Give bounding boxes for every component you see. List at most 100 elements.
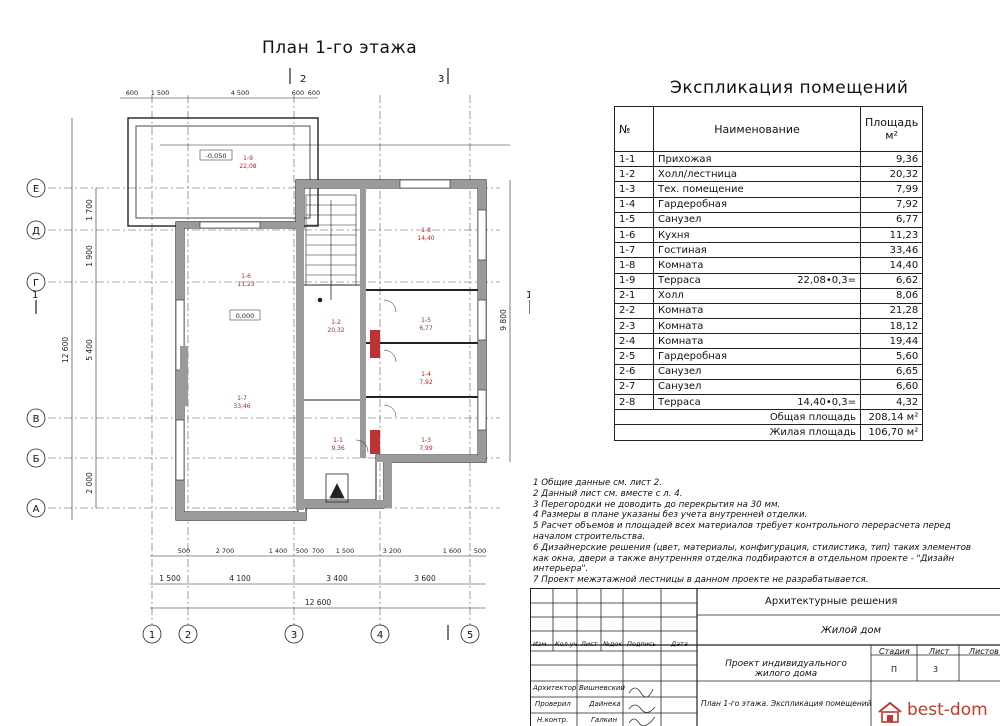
stamp-project: Проект индивидуального жилого дома: [725, 659, 847, 679]
axis-label: В: [33, 414, 40, 425]
dim-text: 1 500: [336, 547, 355, 555]
room-area: 33,46: [233, 403, 250, 410]
axis-label: 4: [377, 630, 383, 641]
axis-label: А: [33, 504, 40, 515]
dim-text: 1 900: [85, 245, 94, 267]
axis-label: Д: [32, 226, 40, 237]
row-name-text: Холл: [658, 290, 684, 302]
table-row: 2-7 Санузел 6,60: [614, 378, 924, 396]
note-item: 5 Расчет объемов и площадей всех материа…: [533, 521, 951, 542]
header-no: №: [614, 106, 654, 152]
row-area: 14,40: [859, 257, 924, 274]
title-block: Архитектурные решения Жилой дом Проект и…: [530, 588, 1000, 726]
row-name-text: Санузел: [658, 381, 702, 393]
stamp-object: Жилой дом: [821, 625, 882, 636]
dim-text: 1 600: [443, 547, 462, 555]
row-name: Санузел: [653, 363, 861, 380]
row-no: 2-3: [614, 318, 654, 335]
header-area-unit: м²: [885, 129, 898, 142]
stamp-person: Вишневский: [579, 684, 625, 692]
row-no: 2-8: [614, 393, 654, 411]
row-area: 7,92: [859, 196, 924, 213]
dim-text: 600: [126, 89, 138, 97]
section-mark: 3: [438, 74, 444, 85]
row-area: 6,62: [859, 272, 924, 289]
stamp-col: Лист: [581, 640, 598, 648]
row-name: Санузел: [653, 211, 861, 228]
section-mark: 2: [300, 74, 306, 85]
dim-text: 5 400: [85, 339, 94, 361]
logo-text: best-dom: [907, 700, 988, 720]
stamp-section: Архитектурные решения: [765, 596, 898, 607]
dim-text: 3 600: [414, 574, 436, 583]
row-area: 6,65: [859, 363, 924, 380]
note-item: 4 Размеры в плане указаны без учета внут…: [533, 510, 808, 521]
row-no: 2-4: [614, 333, 654, 350]
room-area: 22,08: [239, 163, 256, 170]
row-no: 1-7: [614, 242, 654, 259]
row-name: Комната: [653, 333, 861, 350]
header-area-label: Площадь: [865, 116, 919, 129]
dim-text: 2 700: [216, 547, 235, 555]
row-formula: 14,40•0,3=: [797, 396, 856, 408]
dim-text: 700: [312, 547, 324, 555]
row-area: 6,77: [859, 211, 924, 228]
plan-title: План 1-го этажа: [262, 38, 418, 58]
room-area: 6,77: [419, 325, 433, 332]
row-name-text: Гардеробная: [658, 199, 727, 211]
room-number: 1-2: [331, 319, 341, 326]
note-item: 3 Перегородки не доводить до перекрытия …: [533, 499, 781, 510]
note-item: 2 Данный лист см. вместе с л. 4.: [533, 488, 683, 499]
note-item: 1 Общие данные см. лист 2.: [533, 478, 663, 488]
row-name-text: Гостиная: [658, 244, 707, 256]
row-area: 19,44: [859, 333, 924, 350]
row-name: Кухня: [653, 226, 861, 244]
dim-text: 4 500: [231, 89, 250, 97]
dim-text: 1 400: [269, 547, 288, 555]
table-row: 2-4 Комната 19,44: [614, 333, 924, 350]
row-no: 2-7: [614, 378, 654, 396]
dim-text: 500: [178, 547, 190, 555]
row-area: 6,60: [859, 378, 924, 396]
row-name-text: Кухня: [658, 229, 690, 241]
room-number: 1-7: [237, 395, 247, 402]
axis-label: Г: [33, 278, 39, 289]
stamp-stage: П: [891, 665, 898, 674]
dim-text: 3 400: [326, 574, 348, 583]
stamp-sheet: 3: [933, 665, 939, 674]
row-name-text: Гардеробная: [658, 351, 727, 363]
row-name-text: Комната: [658, 335, 704, 347]
row-area: 33,46: [859, 242, 924, 259]
axis-label: Б: [33, 454, 40, 465]
row-area: 8,06: [859, 287, 924, 304]
stamp-stage-label: Стадия: [879, 647, 910, 656]
row-no: 1-1: [614, 150, 654, 168]
row-name: Прихожая: [653, 150, 861, 168]
dim-text: 12 600: [305, 598, 331, 607]
row-no: 2-2: [614, 302, 654, 320]
dim-text: 1 500: [159, 574, 181, 583]
row-name: Комната: [653, 302, 861, 320]
room-number: 1-6: [241, 273, 251, 280]
row-name: Холл: [653, 287, 861, 304]
room-area: 20,32: [327, 327, 344, 334]
axis-label: 2: [185, 630, 191, 641]
house-icon: [878, 701, 902, 723]
axis-label: 5: [467, 630, 473, 641]
level-mark: -0,050: [206, 152, 227, 160]
row-name-text: Санузел: [658, 214, 702, 226]
row-formula: 22,08•0,3=: [797, 275, 856, 287]
row-no: 2-5: [614, 348, 654, 365]
axis-label: 3: [291, 630, 297, 641]
